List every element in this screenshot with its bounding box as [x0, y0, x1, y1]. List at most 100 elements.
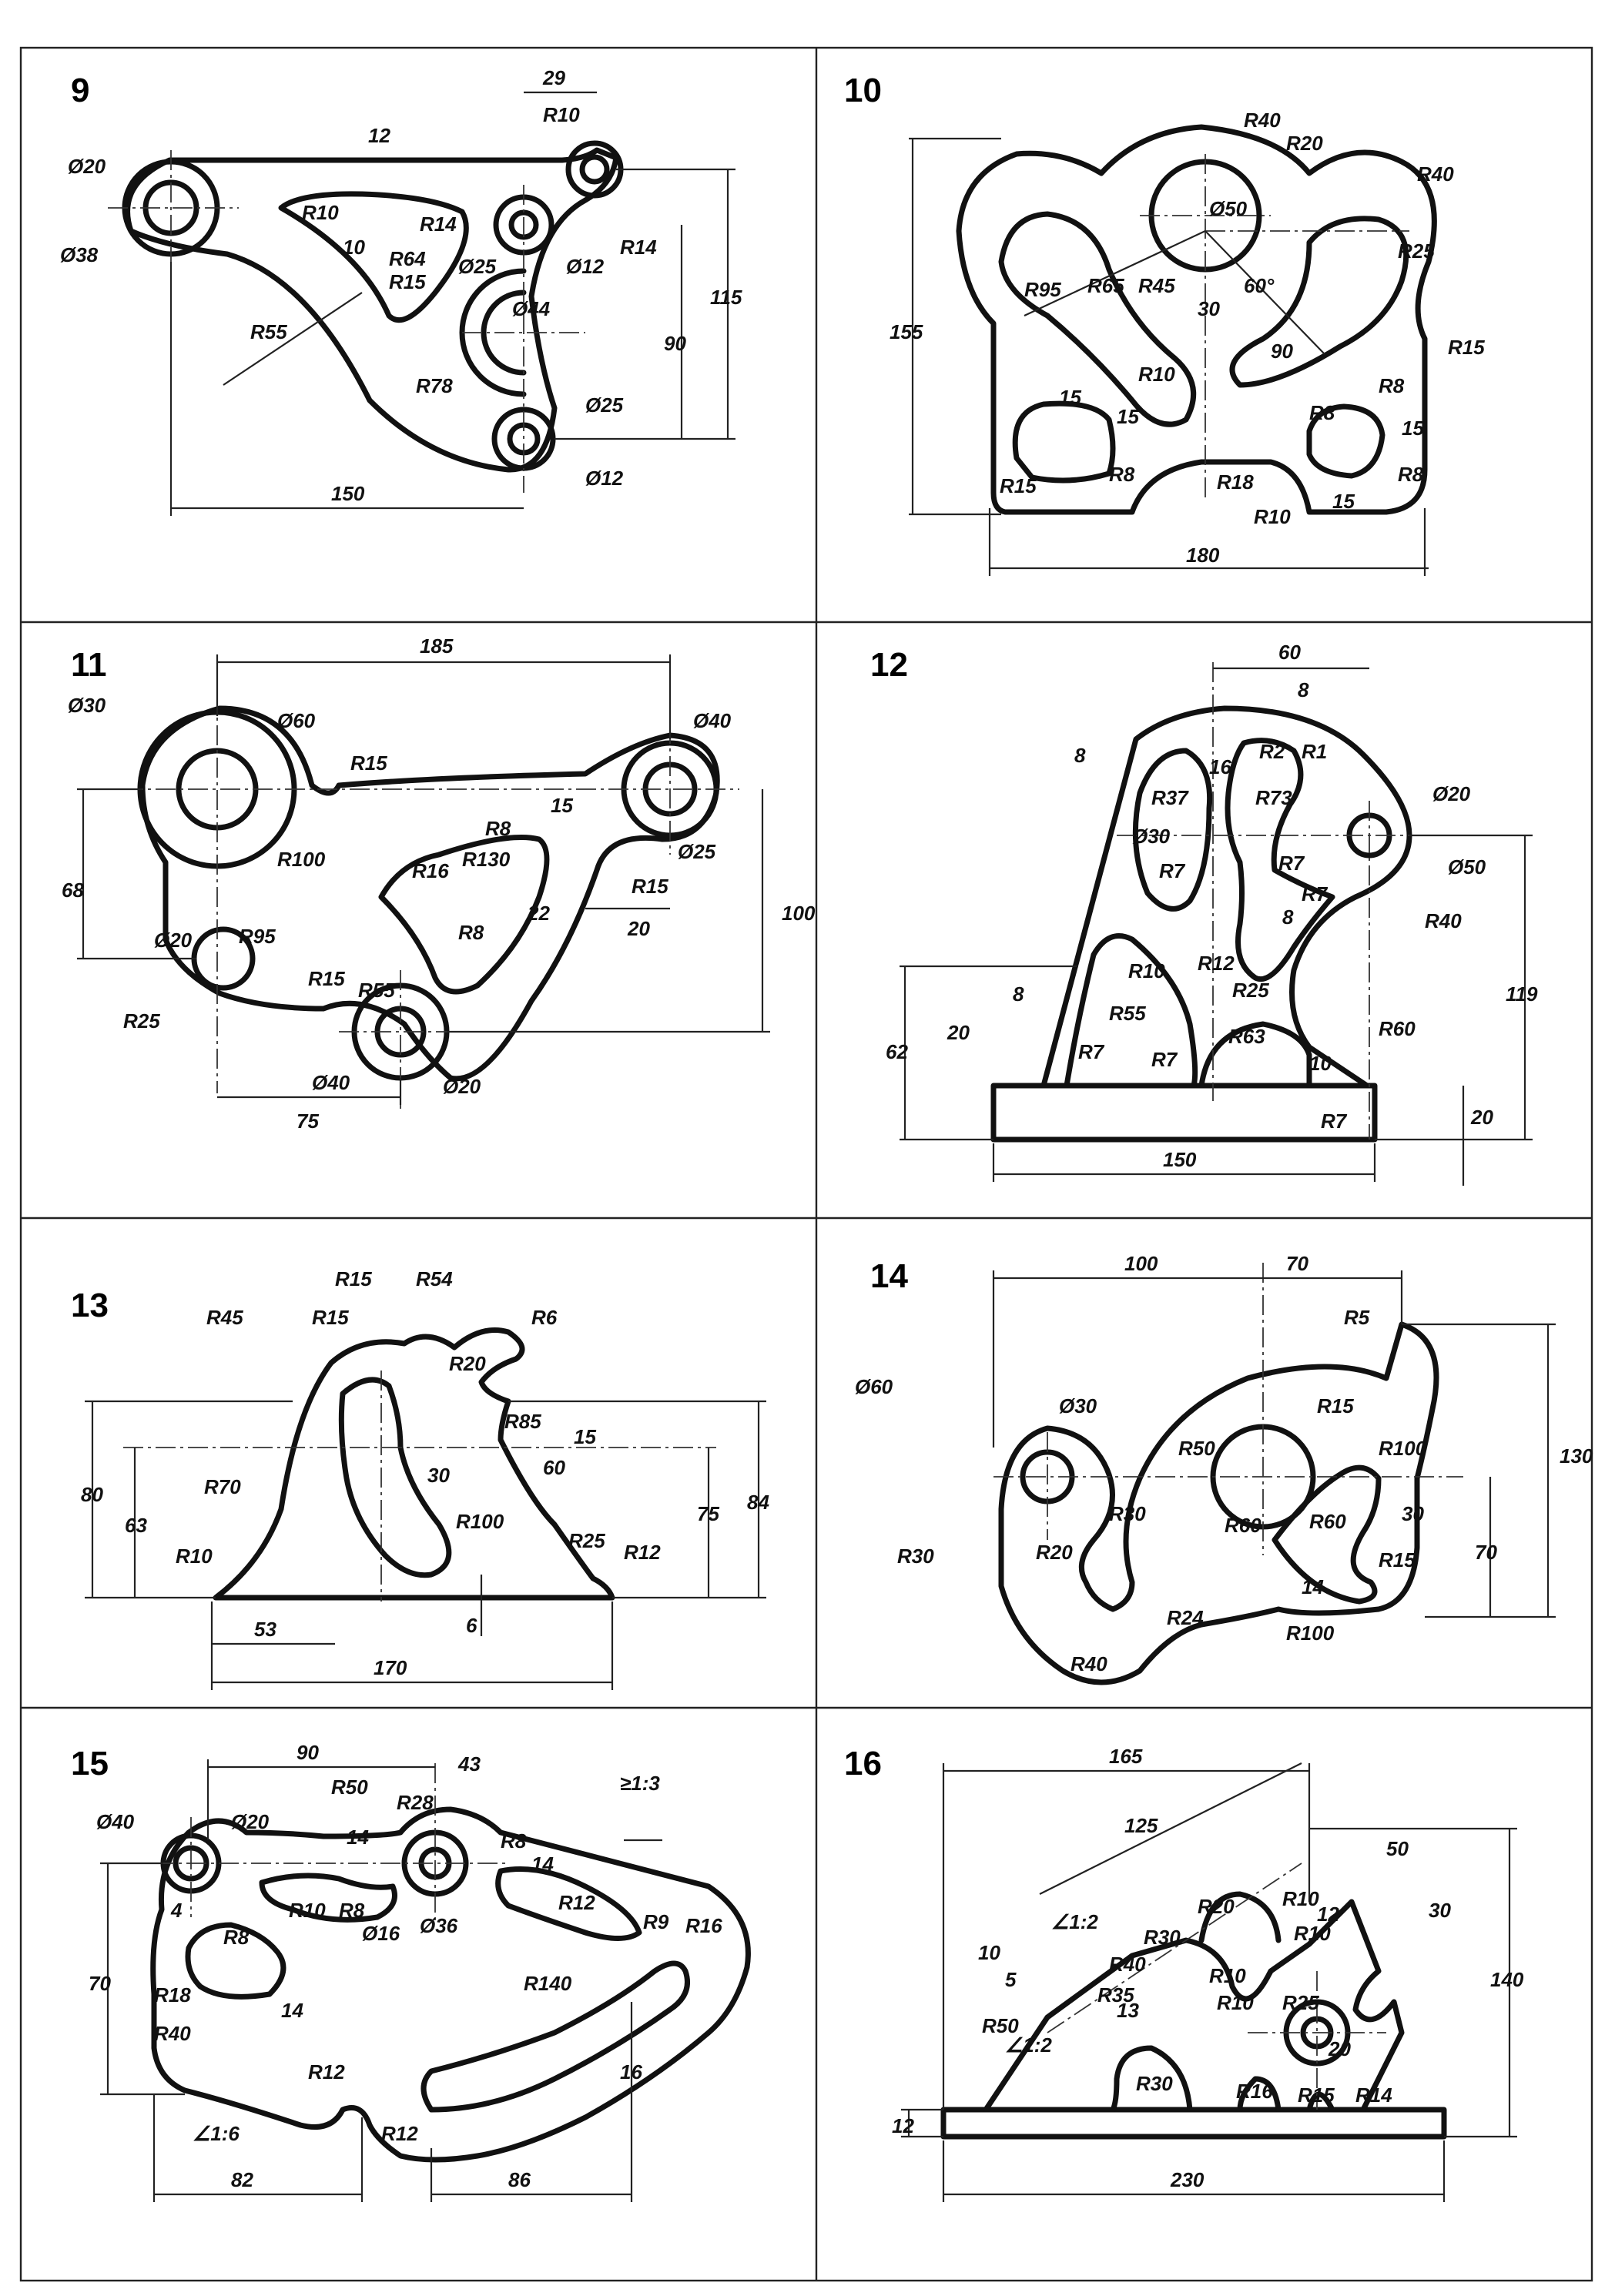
dim-label: Ø36 — [420, 1914, 458, 1937]
dim-label: R50 — [982, 2014, 1019, 2037]
dim-label: R55 — [250, 320, 287, 343]
dim-label: R25 — [568, 1529, 605, 1552]
dim-label: 30 — [1402, 1502, 1424, 1525]
dim-label: ≥1:3 — [620, 1772, 660, 1795]
dim-label: 8 — [1013, 982, 1024, 1006]
dim-label: R78 — [416, 374, 453, 397]
dim-label: R14 — [1355, 2083, 1392, 2107]
dim-label: Ø25 — [458, 255, 497, 278]
dim-label: 125 — [1124, 1814, 1158, 1837]
dim-label: R12 — [558, 1891, 595, 1914]
dim-label: Ø12 — [585, 467, 624, 490]
dim-label: 60 — [1278, 641, 1301, 664]
dim-label: R8 — [1379, 374, 1405, 397]
dim-label: R16 — [1236, 2080, 1273, 2103]
centerlines — [993, 1263, 1463, 1555]
dim-label: R130 — [462, 848, 511, 871]
dim-label: 140 — [1490, 1968, 1524, 1991]
dim-label: R15 — [389, 270, 426, 293]
dim-label: R73 — [1255, 786, 1292, 809]
dim-label: 29 — [542, 66, 565, 89]
dim-label: 75 — [697, 1502, 719, 1525]
part-outline — [137, 705, 720, 1082]
dim-label: R6 — [531, 1306, 558, 1329]
dim-label: R12 — [308, 2060, 345, 2083]
dim-label: R40 — [1425, 909, 1462, 932]
dim-label: Ø50 — [1209, 197, 1248, 220]
centerlines — [1140, 154, 1409, 500]
dim-label: R40 — [154, 2022, 191, 2045]
panel-10: 10 R40 R20 Ø50 R40 — [844, 72, 1485, 576]
dim-label: Ø25 — [585, 393, 624, 417]
dim-label: R30 — [1144, 1926, 1181, 1949]
sheet-frame — [19, 46, 1593, 2282]
dim-label: ∠1:2 — [1051, 1910, 1098, 1933]
dim-label: R15 — [1317, 1394, 1354, 1417]
dim-label: 20 — [1328, 2037, 1351, 2060]
dim-label: R14 — [620, 236, 657, 259]
dim-label: Ø12 — [566, 255, 605, 278]
dim-label: Ø50 — [1448, 855, 1486, 879]
dim-label: R25 — [123, 1009, 160, 1033]
dim-label: 16 — [620, 2060, 642, 2083]
dim-label: 15 — [1402, 417, 1424, 440]
dim-label: Ø30 — [1059, 1394, 1097, 1417]
panel-15: 15 — [71, 1741, 751, 2202]
dim-label: Ø20 — [154, 929, 193, 952]
dim-label: R10 — [1294, 1922, 1331, 1945]
dim-label: Ø60 — [855, 1375, 893, 1398]
dim-label: R140 — [524, 1972, 572, 1995]
dim-label: R64 — [389, 247, 426, 270]
dim-label: 20 — [1470, 1106, 1493, 1129]
dim-label: R95 — [239, 925, 276, 948]
dim-label: 15 — [1059, 386, 1081, 409]
dim-label: 150 — [1163, 1148, 1197, 1171]
part-outline — [998, 1321, 1439, 1685]
dim-label: 150 — [331, 482, 365, 505]
dim-label: 80 — [81, 1483, 103, 1506]
dim-label: 90 — [1271, 340, 1293, 363]
dim-label: R7 — [1159, 859, 1186, 882]
dim-label: R10 — [1254, 505, 1291, 528]
dim-label: R25 — [1232, 979, 1269, 1002]
dim-label: 90 — [664, 332, 686, 355]
dim-label: R18 — [154, 1983, 191, 2006]
centerlines — [1117, 662, 1432, 1140]
dim-label: R25 — [1398, 239, 1435, 263]
dim-label: 14 — [281, 1999, 303, 2022]
dim-label: 12 — [368, 124, 390, 147]
dim-label: R1 — [1302, 740, 1327, 763]
dim-label: R20 — [1286, 132, 1323, 155]
dim-label: R24 — [1167, 1606, 1204, 1629]
dim-label: R8 — [339, 1899, 365, 1922]
dim-label: R15 — [1379, 1548, 1416, 1571]
dim-label: R60 — [1309, 1510, 1346, 1533]
centerlines — [108, 150, 585, 493]
dimension-lines — [901, 1762, 1517, 2202]
dim-label: R70 — [204, 1475, 241, 1498]
dim-label: R55 — [1109, 1002, 1146, 1025]
dim-label: 119 — [1506, 982, 1538, 1006]
dim-label: R100 — [1286, 1622, 1335, 1645]
panel-number: 9 — [71, 72, 89, 109]
dim-label: 8 — [1298, 678, 1309, 701]
part-outline — [956, 124, 1437, 515]
panel-9: 9 — [60, 66, 742, 516]
dim-label: 15 — [574, 1425, 596, 1448]
dim-label: R85 — [504, 1410, 541, 1433]
centerlines — [154, 1763, 508, 1925]
dim-label: R10 — [302, 201, 339, 224]
panel-number: 10 — [844, 72, 882, 109]
dim-label: ∠1:2 — [1005, 2033, 1052, 2057]
centerlines — [1047, 1863, 1386, 2110]
dim-label: R8 — [485, 817, 511, 840]
dim-label: 68 — [62, 879, 84, 902]
dim-label: 50 — [1386, 1837, 1409, 1860]
dimension-lines — [900, 667, 1533, 1186]
dim-label: R12 — [381, 2122, 418, 2145]
dim-label: 165 — [1109, 1745, 1143, 1768]
dim-label: R30 — [1109, 1502, 1146, 1525]
dim-label: R10 — [1209, 1964, 1246, 1987]
dim-label: R40 — [1244, 109, 1281, 132]
